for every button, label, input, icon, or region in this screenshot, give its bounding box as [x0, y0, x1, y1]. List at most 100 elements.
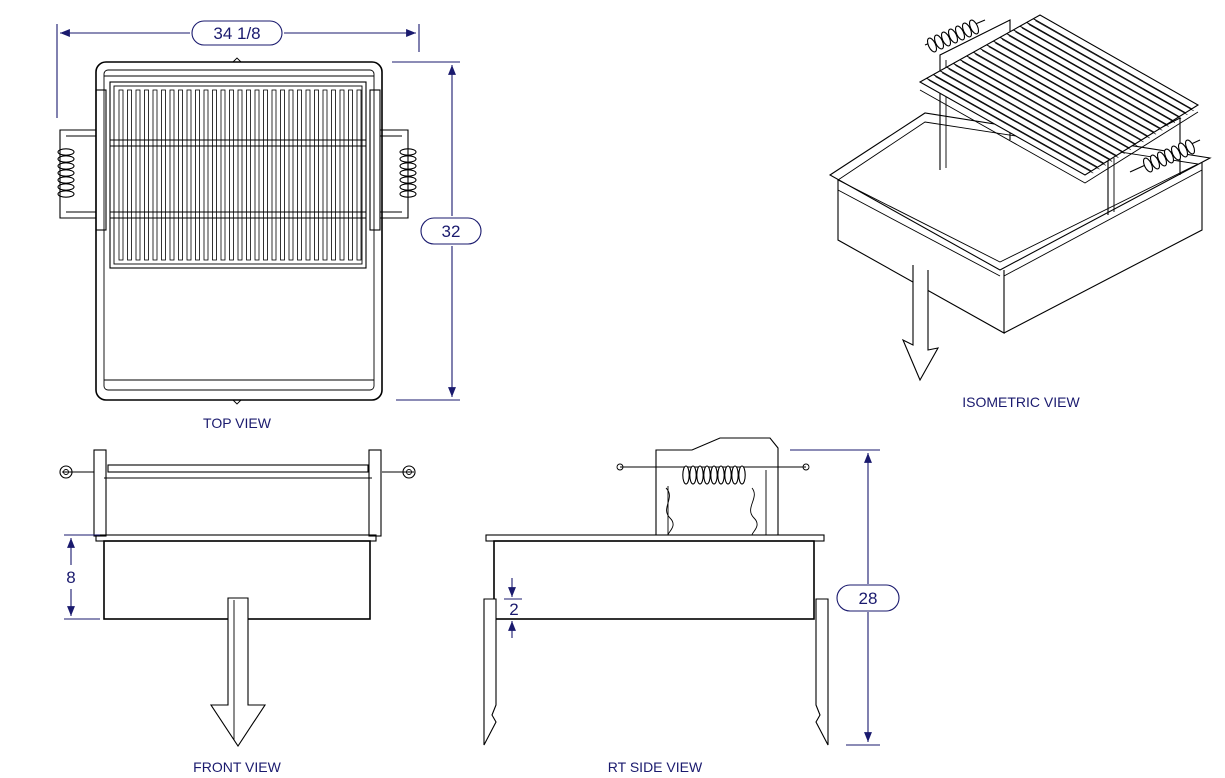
grate-bar	[280, 89, 285, 261]
grate-bar	[144, 89, 149, 261]
grate-bar	[322, 89, 328, 261]
spring-coil	[57, 183, 75, 191]
iso-grate-bar	[979, 48, 1142, 141]
grate-bar	[212, 89, 217, 261]
grate-bar	[195, 89, 200, 261]
iso-grate-bar	[933, 74, 1098, 168]
iso-grate-bar	[1033, 18, 1192, 110]
iso-grate-bar	[1019, 25, 1180, 118]
side-spring-coil	[724, 465, 732, 485]
grate-bar	[339, 89, 345, 261]
iso-grate-bar	[1013, 29, 1174, 121]
spring-coil	[57, 176, 75, 184]
side-spring-coil	[717, 465, 725, 485]
iso-grate-bar	[939, 70, 1105, 164]
grate-bar	[297, 89, 302, 261]
side-left-leg	[483, 598, 497, 746]
front-left-bracket	[93, 449, 107, 537]
grate-bar	[152, 89, 158, 261]
iso-grate-bar-edge	[981, 50, 1144, 143]
iso-spring-coil	[940, 31, 952, 47]
spring-coil	[399, 155, 417, 163]
left-bracket	[95, 89, 107, 231]
grate-bar	[127, 89, 132, 261]
leg-inset-dimension: 2	[509, 600, 518, 619]
grate-bar	[331, 89, 336, 261]
iso-grate-bar-edge	[1001, 39, 1163, 131]
grate-bar	[263, 89, 268, 261]
iso-grate-bar-edge	[975, 53, 1138, 147]
grate-bars	[118, 89, 362, 261]
iso-spring-coil	[926, 37, 938, 53]
left-handle	[59, 129, 96, 219]
iso-grate-bar-edge	[1015, 31, 1176, 123]
spring-coil	[399, 176, 417, 184]
iso-spring-coil	[968, 19, 980, 35]
grate-bar	[305, 89, 311, 261]
iso-grate-bar-edge	[995, 42, 1157, 135]
iso-grate-bar-edge	[1035, 20, 1194, 112]
right-spring	[399, 148, 417, 198]
side-right-leg	[815, 598, 829, 746]
top-view-label: TOP VIEW	[203, 415, 272, 431]
spring-coil	[57, 148, 75, 156]
front-view: 8 FRONT VIEW	[59, 449, 416, 775]
iso-spring-coil	[1184, 139, 1196, 155]
grate-bar	[178, 89, 183, 261]
iso-spring-coil	[1163, 148, 1175, 164]
grate-bar	[314, 89, 319, 261]
width-dimension-bubble	[191, 20, 283, 46]
side-view: 2 28 RT SIDE VIEW	[483, 437, 900, 775]
grate-bar	[271, 89, 277, 261]
front-drain-spout	[209, 597, 267, 748]
grate-bar	[246, 89, 251, 261]
iso-front-spring	[1142, 139, 1196, 173]
iso-grate-bar	[999, 36, 1161, 129]
grate-bar	[118, 89, 124, 261]
side-view-label: RT SIDE VIEW	[608, 759, 703, 775]
iso-spring-coil	[1156, 151, 1168, 167]
iso-grate-bar-edge	[988, 46, 1150, 139]
side-spring	[682, 465, 746, 485]
iso-grate-bar-edge	[941, 72, 1106, 166]
front-view-label: FRONT VIEW	[193, 759, 281, 775]
side-spring-coil	[738, 465, 746, 485]
iso-grate-bar-edge	[935, 76, 1100, 170]
front-right-bracket	[368, 449, 382, 537]
grate-bar	[356, 89, 362, 261]
spring-coil	[399, 148, 417, 156]
iso-grate-bar-edge	[928, 80, 1094, 174]
right-bracket	[369, 89, 381, 231]
iso-spring-coil	[1170, 145, 1182, 161]
iso-grate-bar-edge	[948, 68, 1113, 162]
spring-coil	[399, 162, 417, 170]
iso-grate-bar	[966, 55, 1130, 149]
iso-spring-coil	[1149, 154, 1161, 170]
grate-bar	[288, 89, 294, 261]
iso-grate-bar-edge	[1028, 24, 1188, 116]
side-spring-coil	[689, 465, 697, 485]
iso-grate-bar-edge	[1008, 35, 1169, 127]
iso-grate-bar	[993, 40, 1155, 133]
grate-bar	[220, 89, 226, 261]
overall-height-dimension: 28	[859, 589, 878, 608]
side-pan-body	[493, 540, 815, 620]
iso-grate-bar	[946, 66, 1111, 160]
overall-height-bubble	[836, 584, 900, 612]
spring-coil	[57, 190, 75, 198]
iso-spring-coil	[947, 28, 959, 44]
iso-spring-coil	[933, 34, 945, 50]
spring-coil	[399, 190, 417, 198]
depth-dimension: 32	[442, 222, 461, 241]
spring-coil	[57, 155, 75, 163]
iso-grate-bar-edge	[955, 65, 1119, 158]
iso-grate-bar	[959, 59, 1123, 153]
spring-coil	[57, 169, 75, 177]
spring-coil	[399, 183, 417, 191]
grate-bar	[348, 89, 353, 261]
pan-height-dimension: 8	[66, 568, 75, 587]
right-handle	[380, 129, 409, 219]
iso-pan-rim	[828, 112, 1212, 271]
iso-spring-coil	[1177, 142, 1189, 158]
